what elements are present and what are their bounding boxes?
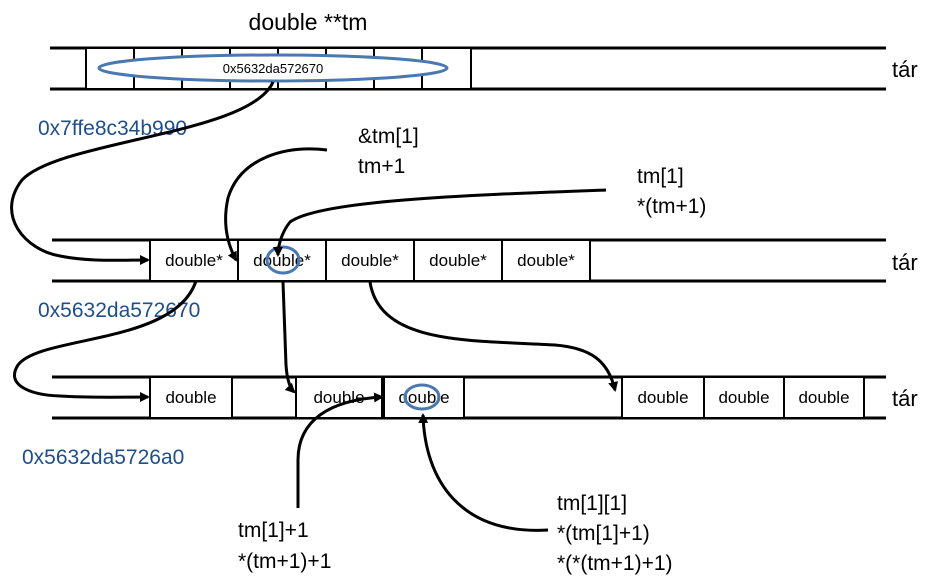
annotation-tm1-plus-1-line2: *(tm+1)+1 [238, 550, 331, 573]
arrow-pointer2-to-double3 [368, 281, 619, 392]
memory-row-doubles: double double double double double doubl… [52, 375, 918, 420]
annotation-tm1-plus-1-line1: tm[1]+1 [238, 519, 309, 542]
double-cell-0 [149, 376, 233, 419]
tar-label-row2: tár [892, 250, 918, 275]
tm-value-highlight [97, 53, 449, 83]
diagram-title: double **tm [249, 9, 368, 35]
annotation-tm-1: tm[1] *(tm+1) [637, 165, 706, 218]
annotation-tm-1-1: tm[1][1] *(tm[1]+1) *(*(tm+1)+1) [557, 492, 673, 575]
annotation-tm-1-line2: *(tm+1) [637, 195, 706, 218]
tar-label-row1: tár [892, 57, 918, 82]
annotation-tm-plus-1: &tm[1] tm+1 [358, 125, 419, 178]
double-cell-3-label: double [637, 388, 688, 407]
tm-value: 0x5632da572670 [223, 61, 324, 76]
annotation-tm1-plus-1: tm[1]+1 *(tm+1)+1 [238, 519, 331, 573]
annotation-tm-plus-1-line1: &tm[1] [358, 125, 419, 148]
memory-row-tm: 0x5632da572670 tár [50, 46, 918, 91]
annotation-tm-1-1-line2: *(tm[1]+1) [557, 522, 650, 545]
double-cell-3 [621, 376, 705, 419]
double-cell-5-label: double [798, 388, 849, 407]
double-cell-0-label: double [165, 388, 216, 407]
annotation-tm-1-1-line1: tm[1][1] [557, 492, 627, 515]
tm-address: 0x7ffe8c34b990 [38, 117, 187, 140]
pointer-array-address: 0x5632da572670 [38, 299, 200, 322]
pointer-cell-3-label: double* [429, 251, 487, 270]
pointer-cell-0-label: double* [165, 251, 223, 270]
memory-row-pointers: double* double* double* double* double* … [52, 238, 918, 283]
annotation-tm-1-line1: tm[1] [637, 165, 684, 188]
pointer-cell-4-label: double* [517, 251, 575, 270]
annotation-tm-plus-1-line2: tm+1 [358, 155, 405, 178]
pointer-cell-2-label: double* [341, 251, 399, 270]
arrow-pointer1-to-double1 [281, 281, 296, 394]
arrow-tm-to-pointer-array [10, 81, 275, 266]
arrow-pointer0-to-double0 [13, 280, 198, 403]
arrow-ref-tm-plus-1 [224, 147, 328, 262]
arrow-ref-tm1-plus-1 [296, 392, 384, 508]
arrow-ref-tm-1-1 [418, 413, 549, 532]
pointer-cell-4 [501, 239, 591, 282]
arrow-ref-tm-1 [273, 188, 607, 257]
tar-label-row3: tár [892, 386, 918, 411]
double-array-address: 0x5632da5726a0 [22, 446, 184, 469]
pointer-cell-1-label: double* [253, 251, 311, 270]
annotation-tm-1-1-line3: *(*(tm+1)+1) [557, 552, 673, 575]
double-cell-4-label: double [718, 388, 769, 407]
double-cell-2-highlight [403, 383, 441, 411]
double-cell-5 [783, 376, 865, 419]
